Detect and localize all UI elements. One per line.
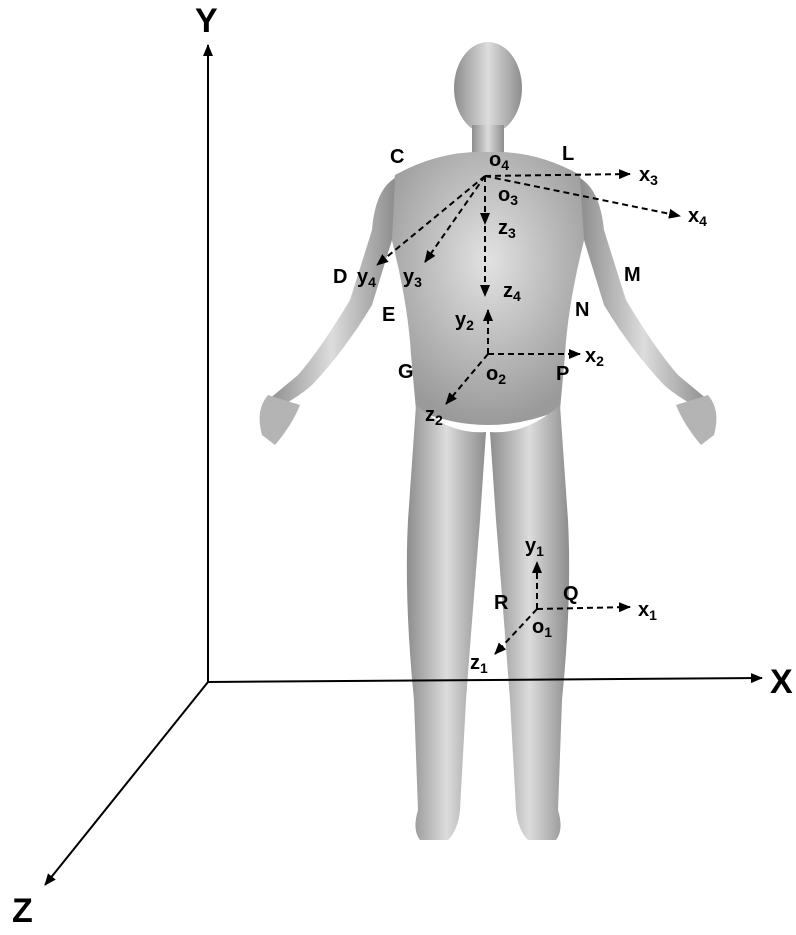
y-axis-label: Y (195, 2, 218, 40)
point-n: N (575, 299, 589, 321)
point-m: M (624, 264, 641, 286)
x3-label: x3 (639, 164, 658, 188)
x-axis-label: X (770, 663, 793, 701)
right-leg (407, 405, 486, 840)
right-arm (268, 178, 395, 410)
point-q: Q (563, 583, 579, 605)
point-e: E (382, 304, 395, 326)
left-leg (490, 405, 569, 840)
head (454, 42, 522, 134)
z-axis-label: Z (12, 892, 33, 930)
point-c: C (390, 146, 404, 168)
x1-label: x1 (638, 599, 657, 623)
x4-label: x4 (688, 205, 707, 229)
human-figure (260, 42, 717, 840)
z-axis (45, 682, 208, 885)
point-p: P (556, 363, 569, 385)
point-l: L (562, 143, 574, 165)
x2-label: x2 (585, 345, 604, 369)
point-r: R (494, 592, 509, 614)
x-axis (208, 678, 762, 682)
left-hand (676, 395, 716, 445)
point-g: G (398, 361, 414, 383)
point-d: D (333, 266, 347, 288)
world-axes: Y X Z (12, 2, 793, 930)
right-hand (260, 395, 300, 445)
z1-label: z1 (470, 652, 488, 676)
